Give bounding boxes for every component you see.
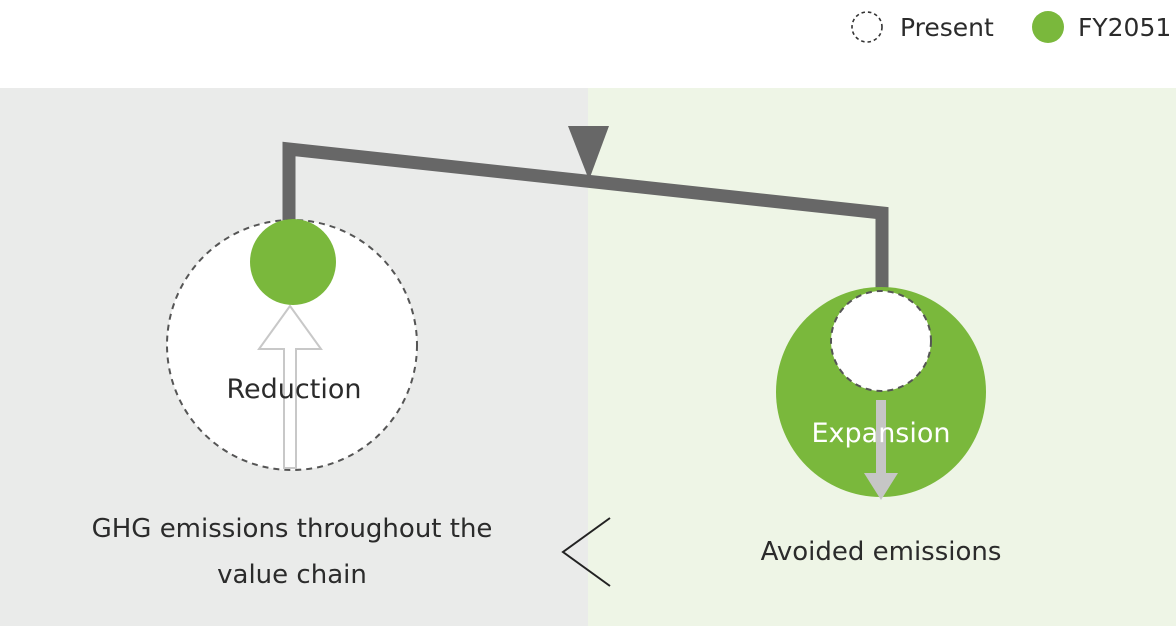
fulcrum-triangle: [568, 126, 609, 180]
fy2051-emissions-circle: [250, 219, 336, 305]
less-than-symbol: [561, 517, 611, 587]
left-caption-line1: GHG emissions throughout the: [92, 514, 493, 544]
left-caption-line2: value chain: [217, 560, 367, 590]
reduction-label: Reduction: [227, 374, 362, 405]
legend: Present FY2051: [851, 11, 1171, 43]
legend-fy2051-marker: [1032, 11, 1064, 43]
expansion-group: Expansion: [776, 287, 986, 500]
legend-present-marker: [851, 11, 883, 43]
present-avoided-circle: [830, 290, 932, 392]
balance-beam: [282, 141, 889, 290]
expansion-arrow: [864, 400, 898, 500]
reduction-arrow: [257, 304, 323, 469]
legend-fy2051-label: FY2051: [1078, 13, 1171, 42]
expansion-label: Expansion: [811, 418, 950, 449]
legend-present-label: Present: [900, 13, 994, 42]
right-caption: Avoided emissions: [761, 537, 1002, 567]
fy2051-avoided-circle: [776, 287, 986, 497]
reduction-group: Reduction: [166, 219, 418, 471]
